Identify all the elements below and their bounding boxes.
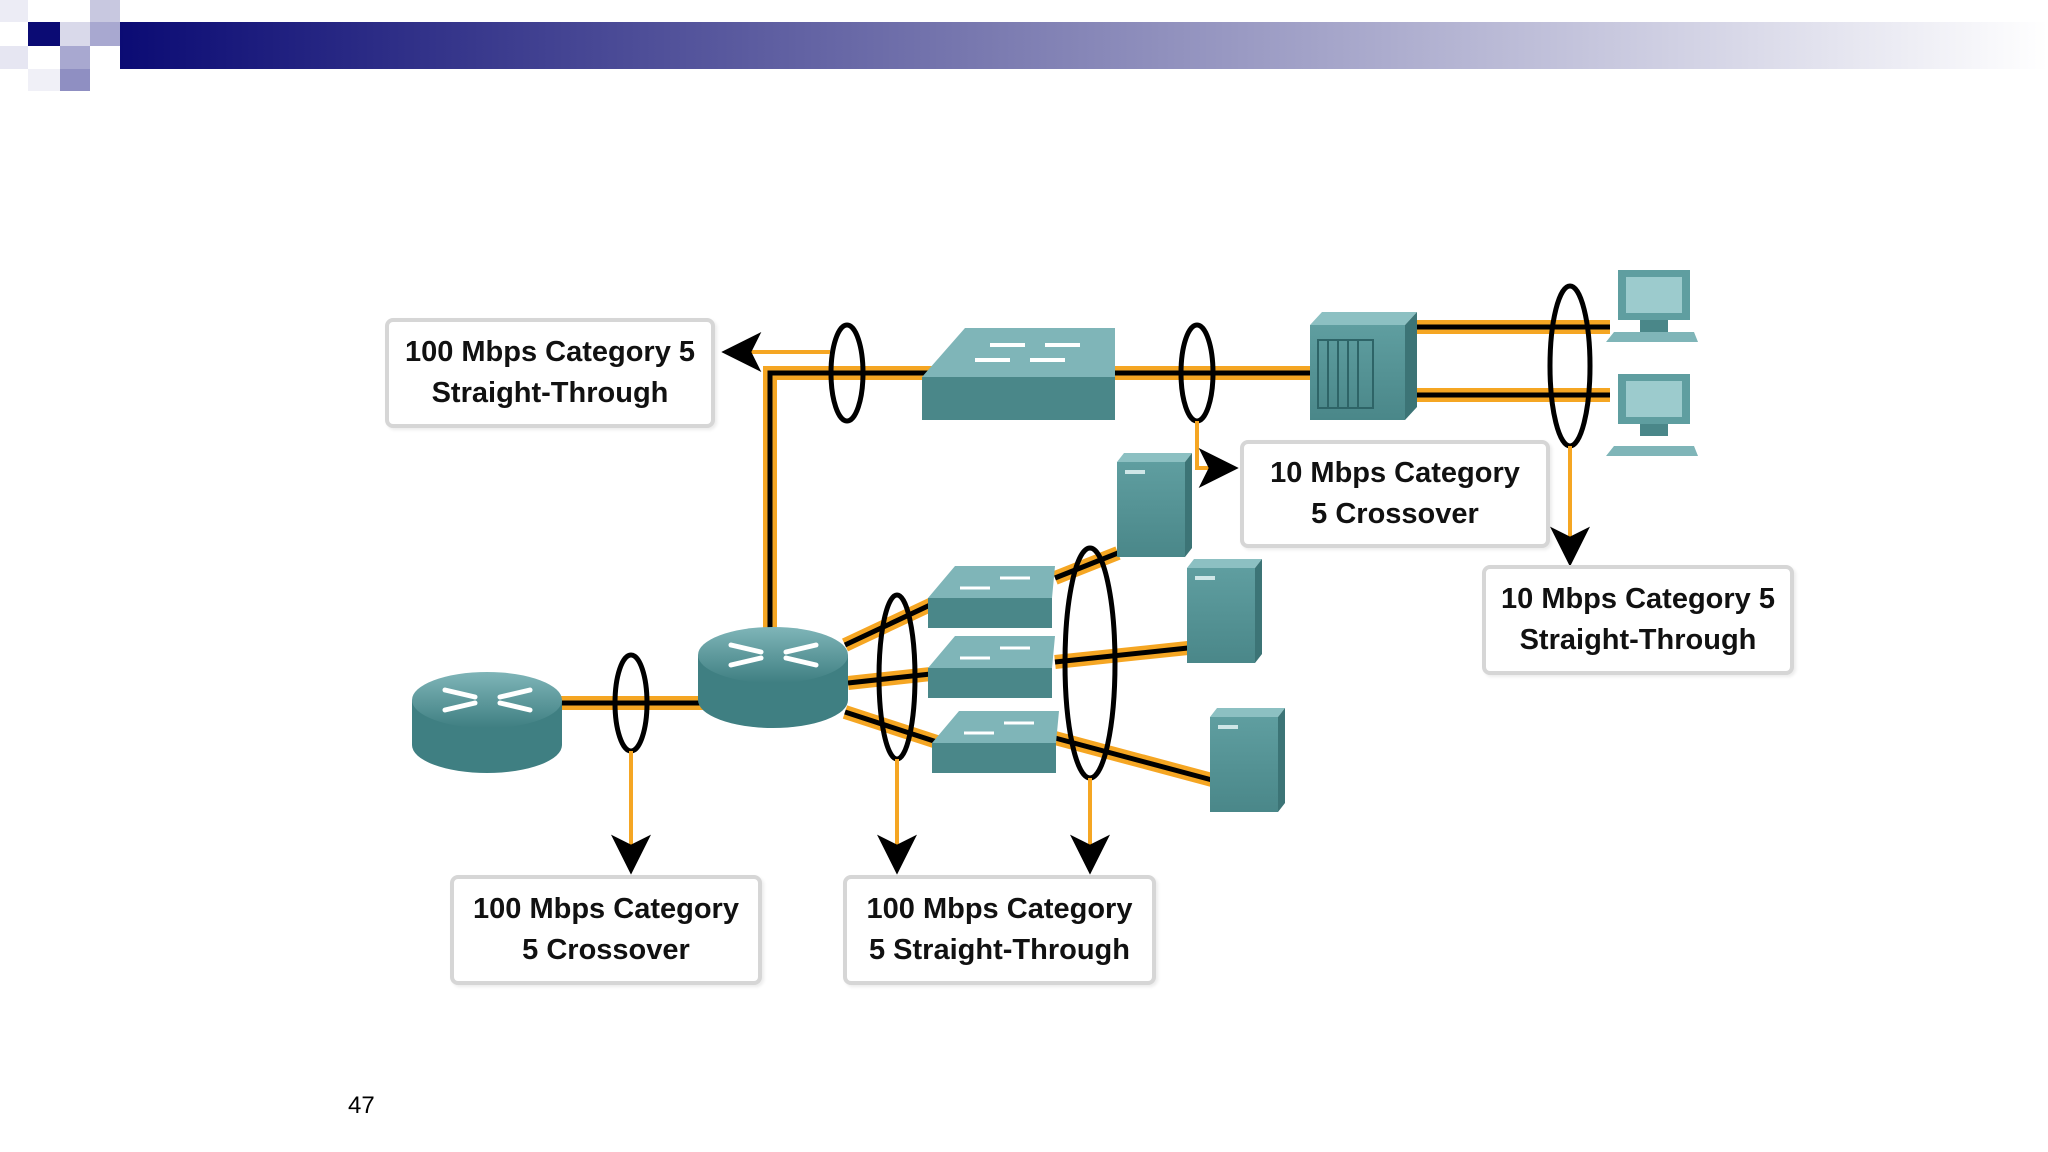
label-line: 100 Mbps Category <box>866 893 1133 925</box>
label-line: 10 Mbps Category 5 <box>1501 583 1775 615</box>
label-100-straight-top: 100 Mbps Category 5 Straight-Through <box>385 318 715 428</box>
slide-number: 47 <box>348 1092 375 1119</box>
cable-router-switch-top <box>763 366 935 640</box>
workstation-1 <box>1606 270 1698 342</box>
router-center <box>698 627 848 728</box>
banner-square <box>60 46 90 69</box>
banner-square <box>0 46 28 69</box>
hub <box>1310 312 1417 420</box>
server-1 <box>1117 453 1192 557</box>
label-100-crossover: 100 Mbps Category 5 Crossover <box>450 875 762 985</box>
label-100-straight-bottom: 100 Mbps Category 5 Straight-Through <box>843 875 1156 985</box>
banner-square <box>28 69 60 91</box>
router-left <box>412 672 562 773</box>
label-line: 100 Mbps Category 5 <box>404 336 696 368</box>
label-line: Straight-Through <box>1519 624 1757 656</box>
label-10-straight: 10 Mbps Category 5 Straight-Through <box>1482 565 1794 675</box>
banner-square <box>60 69 90 91</box>
workstation-2 <box>1606 374 1698 456</box>
switch-1 <box>928 566 1055 628</box>
cables <box>560 320 1610 787</box>
banner-square <box>90 0 120 22</box>
cable-router-switch3-core <box>844 709 941 746</box>
ellipse-top-left <box>828 322 866 424</box>
switch-top <box>922 328 1115 420</box>
banner-square <box>60 22 90 46</box>
banner-gradient-bar <box>120 22 2048 69</box>
banner-square <box>28 22 60 46</box>
label-line: 5 Straight-Through <box>869 934 1130 966</box>
server-2 <box>1187 559 1262 663</box>
server-3 <box>1210 708 1285 812</box>
cable-switch2-server2-core <box>1054 645 1189 665</box>
cable-switch1-server1-core <box>1054 550 1119 581</box>
label-line: 5 Crossover <box>1311 498 1479 530</box>
pointer-arrows <box>611 332 1590 875</box>
switch-2 <box>928 636 1055 698</box>
banner-square <box>90 22 120 46</box>
switch-3 <box>932 711 1059 773</box>
arrow-crossover-10 <box>1195 421 1239 488</box>
label-10-crossover: 10 Mbps Category 5 Crossover <box>1240 440 1550 548</box>
cable-switch3-server3-core <box>1054 735 1213 783</box>
label-line: 10 Mbps Category <box>1270 457 1520 489</box>
cable-router-switch2-core <box>847 670 941 686</box>
label-line: 5 Crossover <box>522 934 690 966</box>
label-line: 100 Mbps Category <box>473 893 739 925</box>
cable-router-switch-top-core <box>767 370 935 640</box>
title-banner <box>0 0 2048 91</box>
banner-square <box>0 0 28 22</box>
ellipse-hub-pcs <box>1547 283 1593 449</box>
label-line: Straight-Through <box>431 377 669 409</box>
